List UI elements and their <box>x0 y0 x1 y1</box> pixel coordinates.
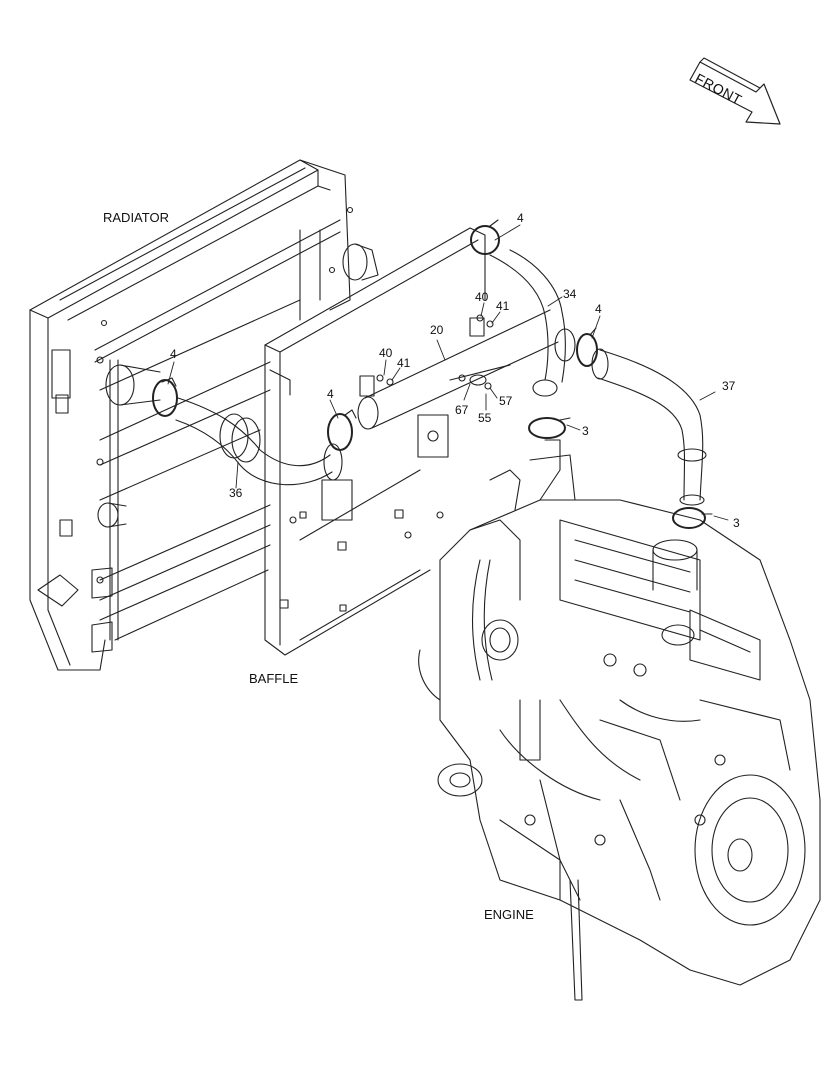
callout-3-left: 3 <box>582 424 589 438</box>
callout-4-mid: 4 <box>327 387 334 401</box>
callout-4-right: 4 <box>595 302 602 316</box>
callout-41-lower: 41 <box>397 356 411 370</box>
tube-34 <box>489 249 576 397</box>
baffle-drawing <box>264 227 486 656</box>
front-direction-arrow <box>689 57 781 125</box>
callout-40-lower: 40 <box>379 346 393 360</box>
callout-55: 55 <box>478 411 492 425</box>
callout-34: 34 <box>563 287 577 301</box>
radiator-label: RADIATOR <box>103 210 169 225</box>
leader-lines <box>167 224 729 521</box>
callout-36: 36 <box>229 486 243 500</box>
hose-clamp-4-top <box>470 219 500 255</box>
callout-41-upper: 41 <box>496 299 510 313</box>
callout-4-top: 4 <box>517 211 524 225</box>
tube-20 <box>357 309 559 430</box>
hose-37 <box>591 348 707 506</box>
callout-3-right: 3 <box>733 516 740 530</box>
fasteners <box>376 314 494 390</box>
hose-36 <box>175 397 343 486</box>
callout-20: 20 <box>430 323 444 337</box>
callout-37: 37 <box>722 379 736 393</box>
engine-label: ENGINE <box>484 907 534 922</box>
hose-clamp-3-right <box>672 507 713 529</box>
callout-67: 67 <box>455 403 469 417</box>
hose-clamp-4-mid <box>327 409 357 451</box>
callout-4-left: 4 <box>170 347 177 361</box>
engine-drawing <box>418 439 821 1001</box>
radiator-drawing <box>29 159 379 671</box>
callout-40-upper: 40 <box>475 290 489 304</box>
hose-clamp-4-left <box>152 377 178 417</box>
callout-57: 57 <box>499 394 513 408</box>
hose-clamp-3-left <box>528 417 571 439</box>
baffle-label: BAFFLE <box>249 671 299 686</box>
